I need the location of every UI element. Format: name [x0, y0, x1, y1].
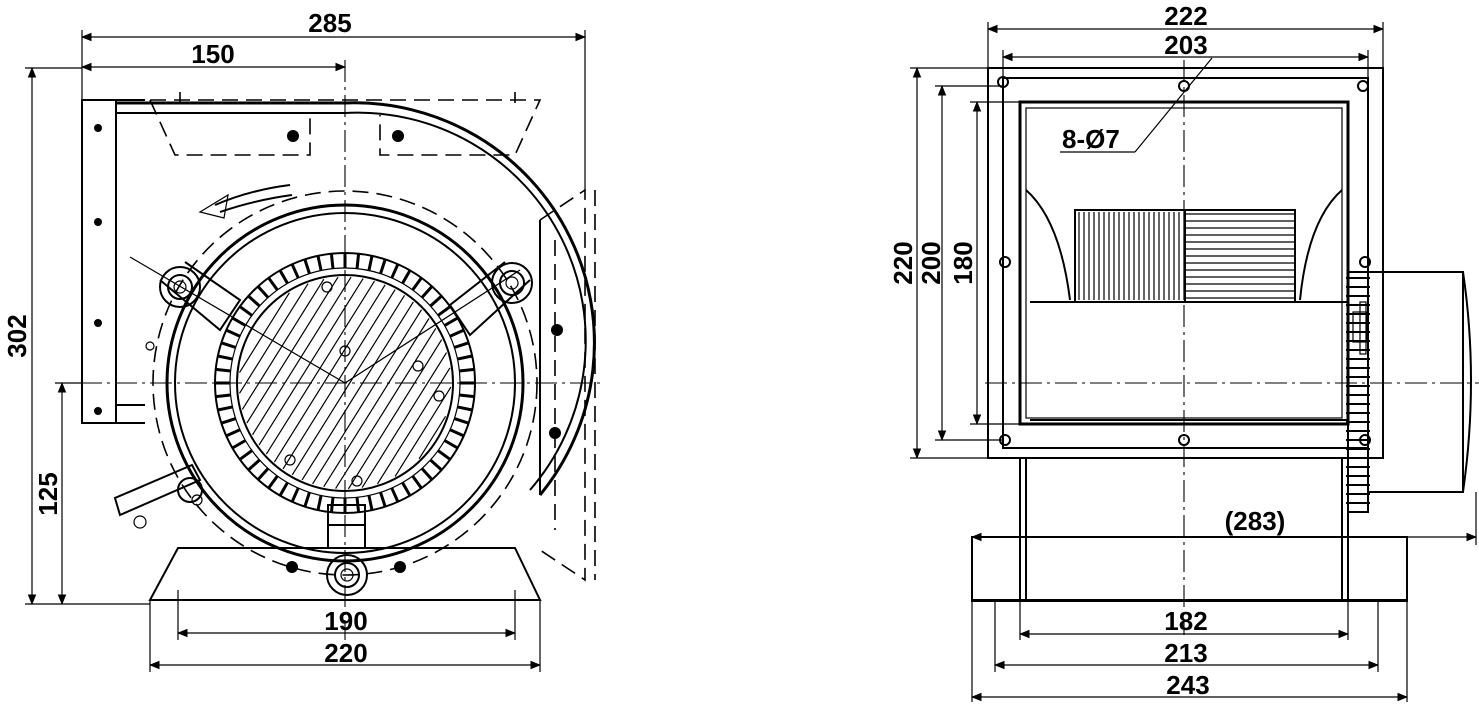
- side-dim-283-label: (283): [1225, 506, 1286, 536]
- front-mounting-bracket: [81, 99, 145, 424]
- front-outlet-flange-dashed: [149, 92, 542, 156]
- side-dim-213-label: 213: [1164, 638, 1207, 668]
- front-dim-302-label: 302: [2, 314, 32, 357]
- side-dim-200: 200: [916, 84, 1003, 442]
- side-dim-182-label: 182: [1164, 606, 1207, 636]
- side-dim-182: 182: [1018, 600, 1350, 640]
- side-dim-222: 222: [986, 1, 1385, 68]
- side-dim-283: (283): [970, 492, 1478, 545]
- side-dim-222-label: 222: [1164, 1, 1207, 31]
- side-dim-180-label: 180: [948, 241, 978, 284]
- front-housing-dots: [287, 130, 563, 439]
- side-center-lines: [985, 60, 1479, 635]
- side-dim-243-label: 243: [1166, 670, 1209, 700]
- front-dim-190-label: 190: [324, 606, 367, 636]
- front-dim-285: 285: [80, 8, 587, 190]
- side-hole-callout: 8-Ø7: [1060, 57, 1213, 154]
- side-dim-203-label: 203: [1164, 30, 1207, 60]
- side-hole-callout-label: 8-Ø7: [1062, 124, 1120, 154]
- front-dim-302: 302: [2, 66, 150, 606]
- front-mounting-lugs: [113, 261, 533, 596]
- motor-cooling-fins: [215, 253, 475, 513]
- front-dim-150-label: 150: [191, 39, 234, 69]
- front-dim-220-label: 220: [324, 638, 367, 668]
- side-dim-203: 203: [1001, 30, 1370, 78]
- front-center-lines: [80, 60, 600, 640]
- front-dim-220: 220: [148, 600, 542, 672]
- front-dim-285-label: 285: [308, 8, 351, 38]
- side-dim-220-label: 220: [888, 241, 918, 284]
- front-view: 285 150 302 125 190 220: [2, 8, 600, 672]
- side-motor: [1346, 271, 1472, 513]
- side-dim-200-label: 200: [916, 241, 946, 284]
- side-view: 8-Ø7 222 203 220 200: [888, 1, 1479, 702]
- side-housing-base: [971, 458, 1408, 602]
- side-dim-243: 243: [970, 600, 1409, 702]
- front-dim-125-label: 125: [33, 472, 63, 515]
- rotation-direction-arrow: [198, 184, 293, 219]
- front-dim-125: 125: [33, 381, 82, 606]
- front-dim-150: 150: [80, 39, 347, 72]
- side-dim-220: 220: [888, 66, 988, 460]
- front-scroll-housing: [115, 101, 596, 496]
- front-dim-190: 190: [176, 590, 517, 640]
- front-side-flange-dashed: [539, 188, 596, 582]
- side-dim-213: 213: [993, 600, 1380, 672]
- side-dim-180: 180: [948, 100, 1020, 426]
- motor-end-hatch: [238, 276, 452, 490]
- side-impeller-blades: [1074, 209, 1296, 303]
